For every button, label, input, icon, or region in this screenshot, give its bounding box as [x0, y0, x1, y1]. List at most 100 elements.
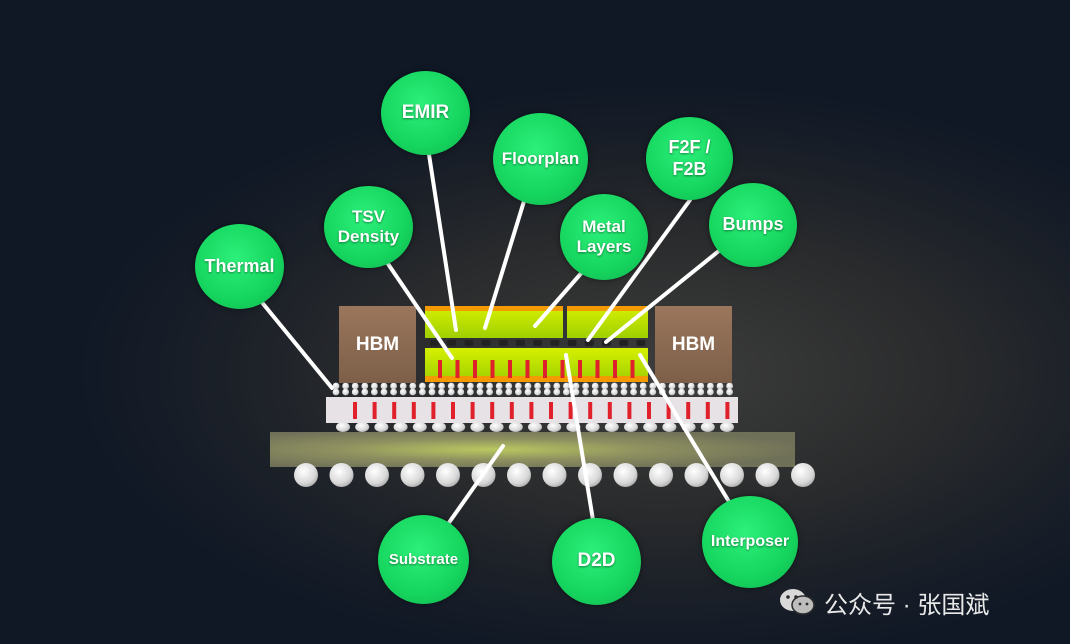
c4-bump	[604, 422, 619, 432]
die-tsv	[473, 360, 477, 378]
hbm-right-block	[655, 306, 732, 383]
hbm-left-block	[339, 306, 416, 383]
micro-bump	[515, 388, 522, 396]
micro-bump	[639, 388, 647, 396]
tsv	[372, 402, 377, 419]
micro-bump	[505, 388, 513, 396]
hbm-right-label: HBM	[671, 333, 716, 355]
micro-bump	[668, 388, 676, 396]
c4-bump	[489, 422, 504, 432]
tsv	[588, 402, 593, 419]
micro-bump	[678, 382, 685, 390]
micro-bump	[447, 388, 455, 396]
micro-bump	[438, 382, 445, 390]
solder-ball	[720, 463, 744, 487]
solder-ball	[329, 463, 354, 487]
c4-bump	[662, 422, 677, 432]
micro-bump	[351, 388, 359, 396]
micro-bump	[716, 382, 724, 390]
micro-bump	[351, 382, 359, 390]
f2f-bump	[619, 340, 629, 346]
micro-bump	[332, 382, 340, 390]
tsv	[451, 402, 455, 419]
c4-bump	[624, 422, 638, 432]
micro-bump	[716, 388, 724, 396]
micro-bump	[678, 388, 685, 396]
substrate-bubble: Substrate	[378, 515, 469, 604]
substrate-solder-balls	[294, 463, 815, 487]
micro-bump	[543, 382, 551, 390]
interposer-tsvs	[353, 402, 730, 419]
micro-bump	[428, 388, 436, 396]
c4-bump	[470, 422, 485, 432]
die-tsv	[578, 360, 582, 378]
interposer-bumps	[336, 422, 734, 432]
micro-bump	[649, 382, 657, 390]
micro-bump	[620, 382, 628, 390]
f2f-bump	[481, 340, 491, 346]
micro-bump	[361, 388, 369, 396]
logic-die-stack	[425, 306, 648, 382]
micro-bump	[419, 382, 426, 390]
micro-bump	[399, 388, 407, 396]
die-tsv	[508, 360, 512, 378]
tsv	[392, 402, 397, 419]
interposer-bubble: Interposer	[702, 496, 798, 588]
tsv	[411, 402, 416, 419]
die-tsvs	[438, 360, 635, 378]
d2d-bubble: D2D	[552, 518, 641, 605]
micro-bump	[467, 382, 474, 390]
micro-bump	[457, 382, 465, 390]
micro-bump	[515, 382, 522, 390]
micro-bump	[591, 388, 599, 396]
bumps-bubble: Bumps	[709, 183, 797, 267]
c4-bump	[720, 422, 734, 432]
hbm-left-label: HBM	[355, 333, 400, 355]
watermark: 公众号 · 张国斌	[778, 585, 989, 619]
tsv	[431, 402, 436, 419]
die-tsv	[595, 360, 600, 378]
micro-bump	[524, 388, 532, 396]
die-tsv	[525, 360, 530, 378]
micro-bump	[467, 388, 474, 396]
micro-bump	[534, 388, 541, 396]
micro-bump	[380, 388, 388, 396]
tsv	[607, 402, 612, 419]
micro-bump	[726, 382, 733, 390]
solder-ball	[684, 463, 709, 487]
tsv	[353, 402, 357, 419]
tsv	[490, 402, 495, 419]
solder-ball	[507, 463, 531, 487]
micro-bump	[371, 382, 378, 390]
micro-bump	[707, 382, 714, 390]
tsv	[568, 402, 573, 419]
watermark-text: 公众号 · 张国斌	[824, 591, 990, 619]
wechat-icon	[778, 587, 816, 617]
die-tsv	[543, 360, 547, 378]
tsv	[627, 402, 632, 419]
solder-ball	[613, 463, 638, 487]
c4-bump	[393, 422, 408, 432]
micro-bump	[572, 382, 580, 390]
tsv	[549, 402, 553, 419]
micro-bump	[390, 388, 397, 396]
c4-bump	[547, 422, 562, 432]
c4-bump	[643, 422, 658, 432]
c4-bump	[585, 422, 600, 432]
c4-bump	[336, 422, 350, 432]
micro-bump	[447, 382, 455, 390]
micro-bump	[419, 388, 426, 396]
c4-bump	[355, 422, 370, 432]
tsv	[529, 402, 534, 419]
solder-ball	[436, 463, 460, 487]
micro-bump	[486, 382, 493, 390]
metal-layers-bubble: Metal Layers	[560, 194, 648, 280]
solder-ball	[400, 463, 425, 487]
c4-bump	[528, 422, 542, 432]
micro-bump	[505, 382, 513, 390]
c4-bump	[432, 422, 446, 432]
f2f-bump	[550, 340, 560, 346]
tsv	[666, 402, 671, 419]
c4-bump	[412, 422, 427, 432]
